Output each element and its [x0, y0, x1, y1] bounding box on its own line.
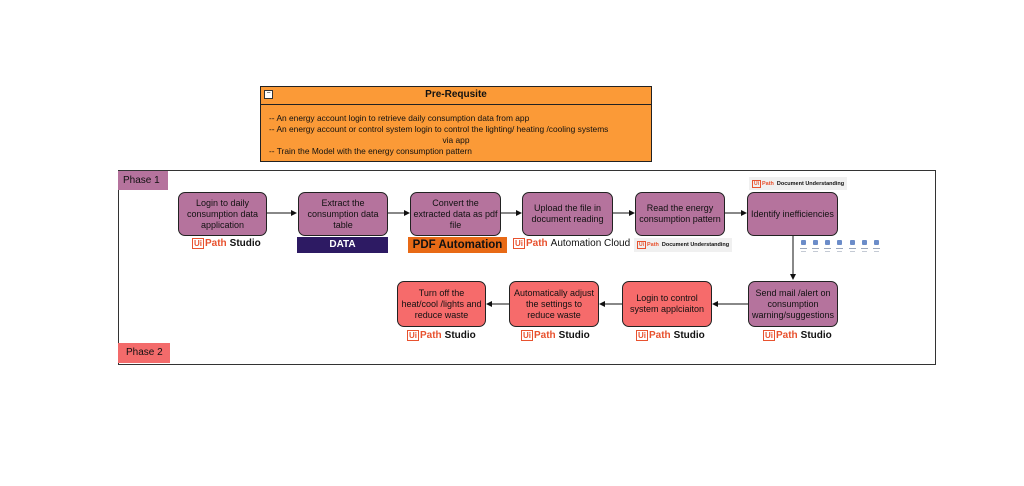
document-thumbnail-icon [836, 238, 844, 256]
phase-2-label: Phase 2 [118, 343, 170, 363]
step-adjust-settings[interactable]: Automatically adjust the settings to red… [509, 281, 599, 327]
step-extract-table[interactable]: Extract the consumption data table [298, 192, 388, 236]
document-thumbnail-icon [872, 238, 880, 256]
prerequisite-panel: − Pre-Requsite -- An energy account logi… [260, 86, 652, 162]
step-identify-inefficiencies[interactable]: Identify inefficiencies [747, 192, 838, 236]
step-send-alert[interactable]: Send mail /alert on consumption warning/… [748, 281, 838, 327]
prerequisite-title: Pre-Requsite [425, 89, 487, 100]
step-convert-pdf[interactable]: Convert the extracted data as pdf file [410, 192, 501, 236]
prerequisite-line: -- An energy account or control system l… [269, 124, 609, 134]
prerequisite-body: -- An energy account login to retrieve d… [261, 113, 651, 157]
prerequisite-line: via app [442, 135, 470, 145]
step-login-consumption-app[interactable]: Login to daily consumption data applicat… [178, 192, 267, 236]
step-turn-off[interactable]: Turn off the heat/cool /lights and reduc… [397, 281, 486, 327]
prerequisite-line: -- An energy account login to retrieve d… [269, 113, 530, 123]
data-extraction-badge: DATA EXTRACTION [297, 237, 388, 266]
collapse-icon[interactable]: − [264, 90, 273, 99]
document-thumbnail-icon [812, 238, 820, 256]
phase-container [118, 170, 936, 365]
pdf-automation-badge: PDF Automation [408, 237, 507, 253]
phase-1-label: Phase 1 [118, 171, 168, 190]
document-thumbnail-icon [848, 238, 856, 256]
document-thumbnails [800, 238, 880, 258]
step-login-control-system[interactable]: Login to control system applciaiton [622, 281, 712, 327]
step-read-pattern[interactable]: Read the energy consumption pattern [635, 192, 725, 236]
prerequisite-header: − Pre-Requsite [261, 87, 651, 105]
prerequisite-line: -- Train the Model with the energy consu… [269, 146, 472, 156]
document-thumbnail-icon [824, 238, 832, 256]
document-thumbnail-icon [800, 238, 807, 256]
step-upload-document[interactable]: Upload the file in document reading [522, 192, 613, 236]
document-thumbnail-icon [860, 238, 868, 256]
